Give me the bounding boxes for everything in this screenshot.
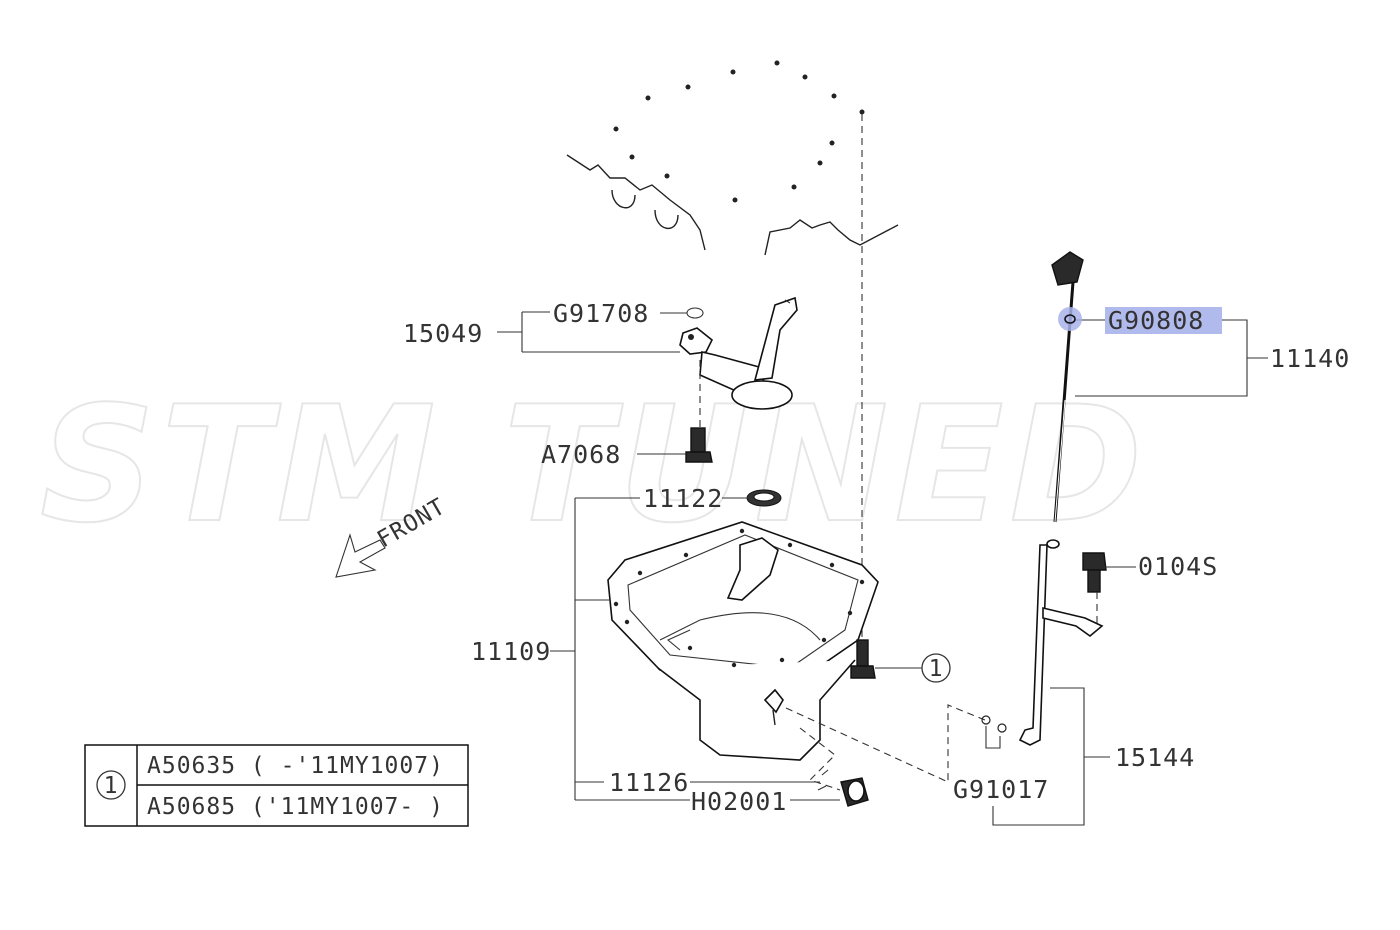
guide-bolt-icon — [1082, 552, 1107, 593]
legend-row-1[interactable]: A50635 ( -'11MY1007) — [147, 753, 444, 779]
part-highlight — [1105, 307, 1222, 334]
oil-pan-icon — [607, 521, 879, 761]
bolt-icon — [685, 427, 713, 463]
part-label-11126[interactable]: 11126 — [609, 768, 689, 797]
leader-lines — [497, 311, 1268, 826]
part-label-15144[interactable]: 15144 — [1115, 743, 1195, 772]
o-ring-icon — [686, 307, 704, 319]
engine-block-outline — [566, 60, 899, 256]
part-label-15049[interactable]: 15049 — [403, 319, 483, 348]
legend-ref-circle — [96, 770, 126, 800]
oil-strainer-icon — [679, 296, 798, 410]
part-label-g91017[interactable]: G91017 — [953, 775, 1049, 804]
legend-table: 1 A50635 ( -'11MY1007) A50685 ('11MY1007… — [84, 744, 469, 827]
part-label-h02001[interactable]: H02001 — [691, 787, 787, 816]
highlight-marker — [1058, 307, 1082, 331]
drain-gasket-icon — [817, 769, 829, 791]
pan-bolt-icon — [850, 639, 876, 679]
part-label-g90808[interactable]: G90808 — [1108, 306, 1204, 335]
legend-row-2[interactable]: A50685 ('11MY1007- ) — [147, 794, 444, 820]
part-label-11122[interactable]: 11122 — [643, 484, 723, 513]
legend-ref: 1 — [104, 773, 119, 799]
ref-number[interactable]: 1 — [929, 656, 944, 682]
part-label-11140[interactable]: 11140 — [1270, 344, 1350, 373]
washer-icon — [746, 489, 782, 507]
o-rings-icon — [981, 715, 1007, 749]
drain-plug-icon — [840, 777, 869, 807]
ref-circle — [921, 653, 951, 683]
part-label-0104s[interactable]: 0104S — [1138, 552, 1218, 581]
part-label-g91708[interactable]: G91708 — [553, 299, 649, 328]
watermark: STM TUNED — [40, 371, 1148, 558]
part-label-a7068[interactable]: A7068 — [541, 440, 621, 469]
front-arrow-icon — [335, 533, 386, 578]
part-label-11109[interactable]: 11109 — [471, 637, 551, 666]
level-gauge-guide-icon — [1018, 539, 1104, 746]
